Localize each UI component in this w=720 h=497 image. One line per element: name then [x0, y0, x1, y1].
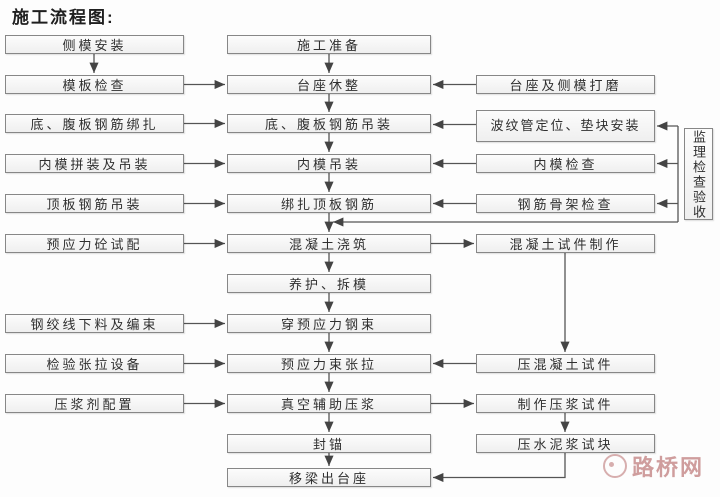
node-concrete-specimen-making: 混凝土试件制作 — [476, 234, 655, 253]
node-rebar-cage-check: 钢筋骨架检查 — [476, 194, 655, 213]
node-concrete-specimen-test: 压混凝土试件 — [476, 354, 655, 373]
node-bottom-web-rebar-hoist: 底、腹板钢筋吊装 — [227, 114, 431, 133]
watermark: 路桥网 — [603, 450, 704, 482]
page-title: 施工流程图: — [12, 8, 115, 27]
node-duct-positioning-pad-install: 波纹管定位、垫块安装 — [476, 110, 655, 142]
node-inner-form-check: 内模检查 — [476, 154, 655, 173]
watermark-text: 路桥网 — [632, 455, 705, 480]
node-pedestal-refurbish: 台座休整 — [227, 75, 431, 94]
node-tendon-tensioning: 预应力束张拉 — [227, 354, 431, 373]
node-pedestal-sideform-grinding: 台座及侧模打磨 — [476, 75, 655, 94]
supervision-inspection-box: 监理检查验收 — [684, 128, 713, 220]
node-prestress-concrete-trial-mix: 预应力砼试配 — [5, 234, 184, 253]
node-label: 波纹管定位、垫块安装 — [490, 118, 641, 133]
node-cement-grout-block-test: 压水泥浆试块 — [476, 434, 655, 453]
node-grout-agent-prep: 压浆剂配置 — [5, 394, 184, 413]
node-construction-prep: 施工准备 — [227, 35, 431, 54]
node-inner-form-assembly-hoist: 内模拼装及吊装 — [5, 154, 184, 173]
node-top-slab-rebar-hoist: 顶板钢筋吊装 — [5, 194, 184, 213]
node-vacuum-assisted-grouting: 真空辅助压浆 — [227, 394, 431, 413]
node-concrete-pouring: 混凝土浇筑 — [227, 234, 431, 253]
node-thread-prestress-tendon: 穿预应力钢束 — [227, 314, 431, 333]
node-formwork-check: 模板检查 — [5, 75, 184, 94]
node-grout-specimen-making: 制作压浆试件 — [476, 394, 655, 413]
node-side-form-install: 侧模安装 — [5, 35, 184, 54]
luqiaowang-logo-icon — [603, 454, 627, 478]
node-anchor-sealing: 封锚 — [227, 434, 431, 453]
node-move-beam-off-pedestal: 移梁出台座 — [227, 468, 431, 487]
node-bottom-web-rebar-tying: 底、腹板钢筋绑扎 — [5, 114, 184, 133]
node-top-slab-rebar-tying: 绑扎顶板钢筋 — [227, 194, 431, 213]
node-curing-form-removal: 养护、拆模 — [227, 274, 431, 293]
node-strand-cutting-bundling: 钢绞线下料及编束 — [5, 314, 184, 333]
node-inner-form-hoist: 内模吊装 — [227, 154, 431, 173]
node-tension-equipment-check: 检验张拉设备 — [5, 354, 184, 373]
